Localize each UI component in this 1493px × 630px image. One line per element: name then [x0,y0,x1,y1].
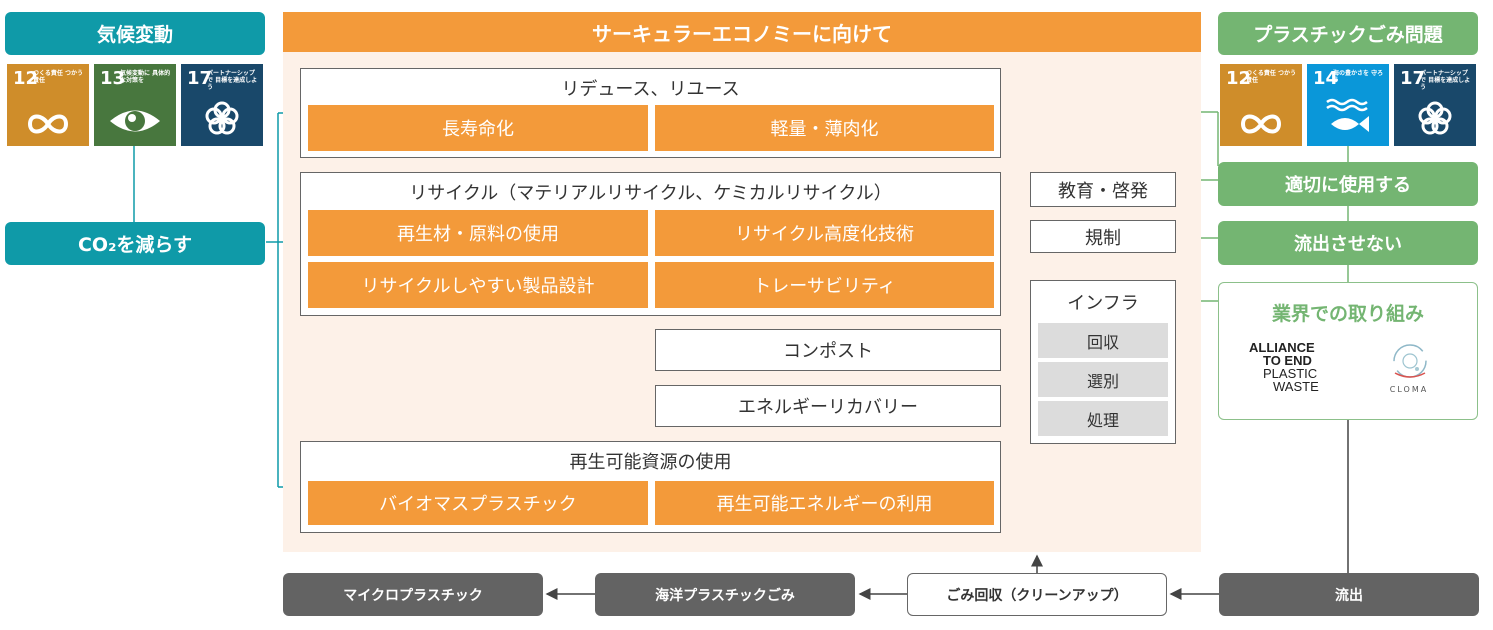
earth-eye-icon [110,110,160,132]
infrastructure-title: インフラ [1067,293,1139,314]
traceability-box: トレーサビリティ [655,262,994,308]
education-box: 教育・啓発 [1030,172,1176,207]
flower-icon [205,101,239,135]
recycle-title: リサイクル（マテリアルリサイクル、ケミカルリサイクル） [409,183,892,204]
infinity-icon [27,114,69,134]
ocean-waste-box: 海洋プラスチックごみ [595,573,855,616]
collection-box: 回収 [1038,323,1168,358]
long-life-box: 長寿命化 [308,105,648,151]
proper-use-box: 適切に使用する [1218,162,1478,206]
renewable-title: 再生可能資源の使用 [569,452,732,473]
reduce-co2-box: CO₂を減らす [5,222,265,265]
cloma-logo: CLOMA [1379,341,1439,401]
outflow-box: 流出 [1219,573,1479,616]
flower-icon [1418,101,1452,135]
fish-icon [1326,98,1369,132]
circular-economy-header: サーキュラーエコノミーに向けて [283,12,1201,52]
plastic-waste-header: プラスチックごみ問題 [1218,12,1478,55]
processing-box: 処理 [1038,401,1168,436]
infinity-icon [1240,114,1282,134]
cloma-text: CLOMA [1389,385,1429,394]
climate-change-header: 気候変動 [5,12,265,55]
microplastic-box: マイクロプラスチック [283,573,543,616]
cloma-emblem-icon [1393,344,1427,378]
sorting-box: 選別 [1038,362,1168,397]
advanced-recycling-box: リサイクル高度化技術 [655,210,994,256]
lightweight-box: 軽量・薄肉化 [655,105,994,151]
regulation-box: 規制 [1030,220,1176,253]
compost-box: コンポスト [655,329,1001,371]
renewable-energy-box: 再生可能エネルギーの利用 [655,481,994,525]
recyclable-design-box: リサイクルしやすい製品設計 [308,262,648,308]
cleanup-box: ごみ回収（クリーンアップ） [907,573,1167,616]
biomass-plastic-box: バイオマスプラスチック [308,481,648,525]
recycled-material-box: 再生材・原料の使用 [308,210,648,256]
energy-recovery-box: エネルギーリカバリー [655,385,1001,427]
reduce-reuse-title: リデュース、リユース [561,79,740,100]
industry-initiatives-title: 業界での取り組み [1271,303,1424,325]
no-leak-box: 流出させない [1218,221,1478,265]
industry-initiatives-box: 業界での取り組み ALLIANCE TO END PLASTIC WASTE C… [1218,282,1478,420]
aepw-logo: ALLIANCE TO END PLASTIC WASTE [1249,340,1319,394]
